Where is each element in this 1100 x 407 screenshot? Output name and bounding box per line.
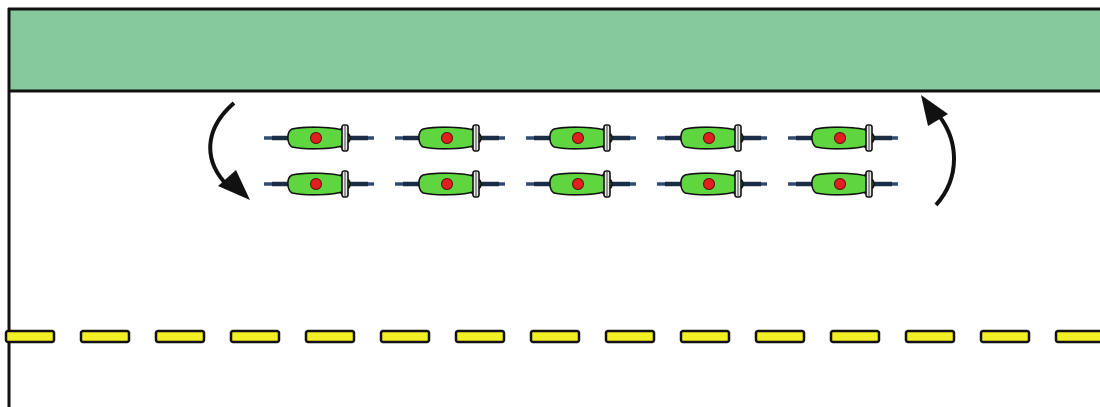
lane-dash [979, 329, 1031, 344]
center-lane-line [4, 329, 1100, 344]
lane-dash [154, 329, 206, 344]
lane-dash [4, 329, 56, 344]
lane-dash [529, 329, 581, 344]
lane-dash [829, 329, 881, 344]
lane-dash [754, 329, 806, 344]
lane-dash [604, 329, 656, 344]
curved-arrow-down-icon [208, 101, 236, 188]
front-rotation-arrow [921, 95, 956, 207]
grass-verge [8, 8, 1100, 92]
lane-dash [79, 329, 131, 344]
curved-arrow-up-icon [934, 110, 956, 207]
lane-dash [904, 329, 956, 344]
lane-dash [379, 329, 431, 344]
lane-dash [1054, 329, 1100, 344]
lane-dash [454, 329, 506, 344]
lane-dash [679, 329, 731, 344]
lane-dash [229, 329, 281, 344]
lane-dash [304, 329, 356, 344]
rear-rotation-arrow [208, 101, 250, 200]
